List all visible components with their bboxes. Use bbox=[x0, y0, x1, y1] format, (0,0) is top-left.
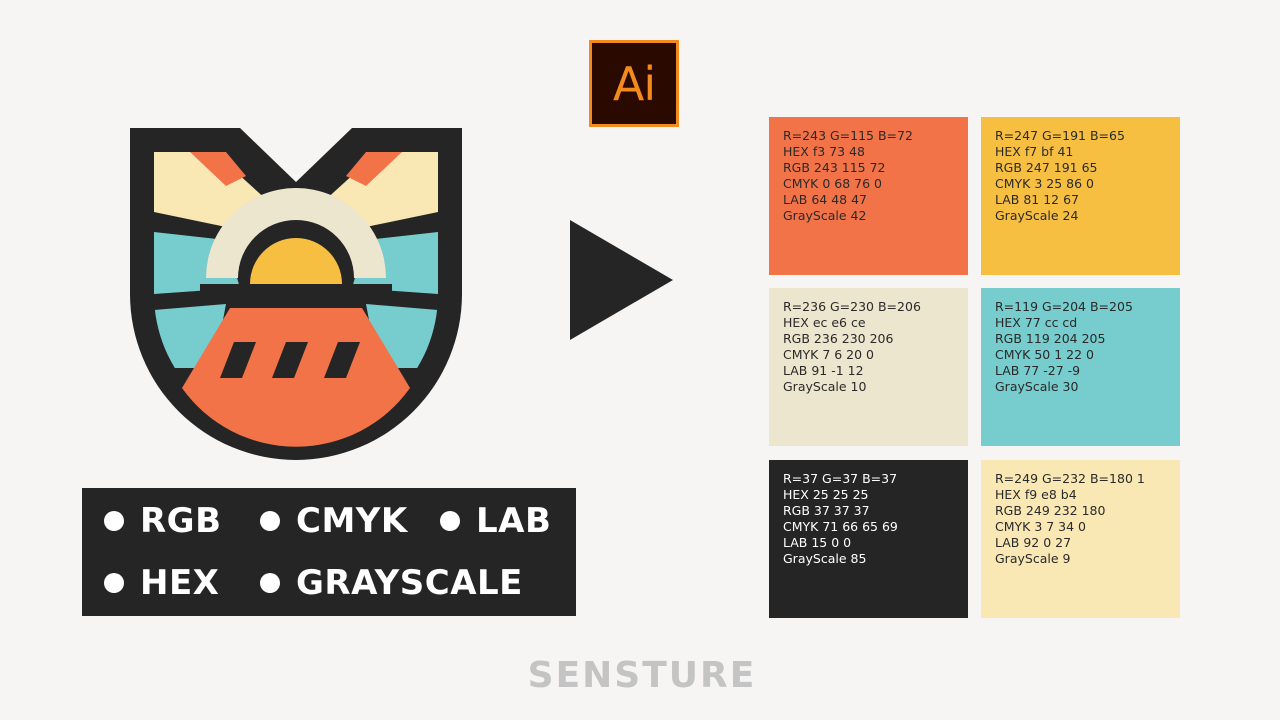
dot-icon bbox=[260, 573, 280, 593]
format-item-grayscale: GRAYSCALE bbox=[260, 566, 523, 600]
swatch-line: GrayScale 42 bbox=[783, 208, 867, 223]
swatch-line: RGB 37 37 37 bbox=[783, 503, 870, 518]
swatch-line: LAB 77 -27 -9 bbox=[995, 363, 1081, 378]
swatch-line: LAB 15 0 0 bbox=[783, 535, 852, 550]
swatch-line: R=249 G=232 B=180 1 bbox=[995, 471, 1145, 486]
format-label: HEX bbox=[140, 563, 220, 603]
swatch-line: R=243 G=115 B=72 bbox=[783, 128, 913, 143]
swatch-line: RGB 249 232 180 bbox=[995, 503, 1106, 518]
swatch-line: CMYK 3 7 34 0 bbox=[995, 519, 1087, 534]
swatch-teal: R=119 G=204 B=205 HEX 77 cc cd RGB 119 2… bbox=[981, 288, 1180, 446]
swatch-orange: R=243 G=115 B=72 HEX f3 73 48 RGB 243 11… bbox=[769, 117, 968, 275]
format-label: CMYK bbox=[296, 501, 408, 541]
format-label: LAB bbox=[476, 501, 552, 541]
swatch-light-yellow: R=249 G=232 B=180 1 HEX f9 e8 b4 RGB 249… bbox=[981, 460, 1180, 618]
swatch-line: R=37 G=37 B=37 bbox=[783, 471, 898, 486]
format-item-cmyk: CMYK bbox=[260, 504, 408, 538]
swatch-line: LAB 81 12 67 bbox=[995, 192, 1080, 207]
swatch-line: HEX ec e6 ce bbox=[783, 315, 866, 330]
swatch-cream: R=236 G=230 B=206 HEX ec e6 ce RGB 236 2… bbox=[769, 288, 968, 446]
swatch-line: LAB 64 48 47 bbox=[783, 192, 868, 207]
swatch-line: R=119 G=204 B=205 bbox=[995, 299, 1133, 314]
swatch-dark: R=37 G=37 B=37 HEX 25 25 25 RGB 37 37 37… bbox=[769, 460, 968, 618]
swatch-line: CMYK 0 68 76 0 bbox=[783, 176, 882, 191]
format-label: RGB bbox=[140, 501, 222, 541]
swatch-line: GrayScale 9 bbox=[995, 551, 1071, 566]
swatch-line: RGB 247 191 65 bbox=[995, 160, 1098, 175]
swatch-line: LAB 91 -1 12 bbox=[783, 363, 864, 378]
swatch-line: RGB 243 115 72 bbox=[783, 160, 886, 175]
swatch-line: LAB 92 0 27 bbox=[995, 535, 1072, 550]
swatch-line: HEX f3 73 48 bbox=[783, 144, 865, 159]
swatch-line: HEX f7 bf 41 bbox=[995, 144, 1074, 159]
brand-wordmark: SENSTURE bbox=[527, 655, 757, 696]
swatch-line: R=247 G=191 B=65 bbox=[995, 128, 1125, 143]
swatch-line: RGB 236 230 206 bbox=[783, 331, 894, 346]
swatch-line: GrayScale 30 bbox=[995, 379, 1079, 394]
swatch-line: GrayScale 85 bbox=[783, 551, 867, 566]
swatch-line: CMYK 50 1 22 0 bbox=[995, 347, 1094, 362]
swatch-line: CMYK 7 6 20 0 bbox=[783, 347, 875, 362]
swatch-line: RGB 119 204 205 bbox=[995, 331, 1106, 346]
play-arrow-icon bbox=[570, 220, 673, 340]
swatch-line: CMYK 3 25 86 0 bbox=[995, 176, 1094, 191]
swatch-line: GrayScale 10 bbox=[783, 379, 867, 394]
swatch-line: R=236 G=230 B=206 bbox=[783, 299, 921, 314]
tulip-sunrise-emblem-icon bbox=[130, 128, 462, 460]
swatch-line: HEX 77 cc cd bbox=[995, 315, 1078, 330]
swatch-line: GrayScale 24 bbox=[995, 208, 1079, 223]
format-item-hex: HEX bbox=[104, 566, 219, 600]
illustrator-badge: Ai bbox=[589, 40, 679, 127]
logo-emblem bbox=[130, 128, 462, 462]
color-formats-panel: RGB CMYK LAB HEX GRAYSCALE bbox=[82, 488, 576, 616]
swatch-yellow: R=247 G=191 B=65 HEX f7 bf 41 RGB 247 19… bbox=[981, 117, 1180, 275]
dot-icon bbox=[104, 511, 124, 531]
format-item-lab: LAB bbox=[440, 504, 551, 538]
dot-icon bbox=[440, 511, 460, 531]
swatch-line: CMYK 71 66 65 69 bbox=[783, 519, 898, 534]
swatch-line: HEX 25 25 25 bbox=[783, 487, 869, 502]
badge-label: Ai bbox=[612, 56, 656, 111]
swatch-line: HEX f9 e8 b4 bbox=[995, 487, 1077, 502]
format-label: GRAYSCALE bbox=[296, 563, 523, 603]
format-item-rgb: RGB bbox=[104, 504, 222, 538]
dot-icon bbox=[260, 511, 280, 531]
dot-icon bbox=[104, 573, 124, 593]
